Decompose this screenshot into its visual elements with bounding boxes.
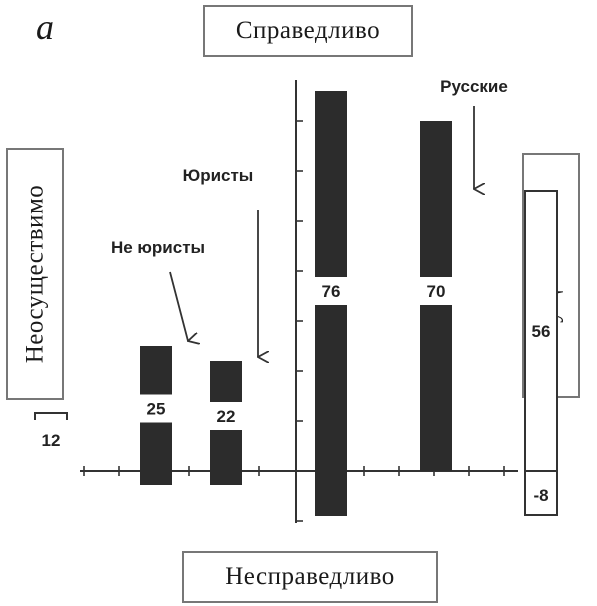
bar-value-label: -8 [533, 486, 548, 505]
bar-value-label: 22 [217, 407, 236, 426]
label-bottom-text: Несправедливо [225, 563, 395, 590]
bar [140, 422, 172, 485]
label-top-fair: Справедливо [203, 5, 413, 57]
annotation-label: Юристы [183, 166, 254, 185]
bar-value-label: 12 [42, 431, 61, 450]
bar [524, 470, 558, 516]
label-bottom-unfair: Несправедливо [182, 551, 438, 603]
bar-value-label: 70 [427, 282, 446, 301]
annotation-label: Не юристы [111, 238, 205, 257]
label-top-text: Справедливо [235, 17, 381, 44]
bar [315, 305, 347, 516]
bar [140, 346, 172, 395]
bar [210, 361, 242, 402]
bar [210, 430, 242, 485]
bar [420, 121, 452, 277]
label-left-infeasible: Неосуществимо [6, 148, 64, 400]
bar [315, 91, 347, 277]
bar-value-label: 76 [322, 282, 341, 301]
bar-value-label: 25 [147, 400, 166, 419]
annotation-label: Русские [440, 77, 508, 96]
chart-marks: 12 25 Не юристы 22 Юристы 76 70 56 Русские -8 [34, 77, 558, 516]
bar-value-label: 56 [532, 322, 551, 341]
annotation-arrow [169, 271, 188, 341]
bar [420, 305, 452, 471]
panel-letter: a [36, 7, 54, 47]
bar [34, 412, 68, 420]
